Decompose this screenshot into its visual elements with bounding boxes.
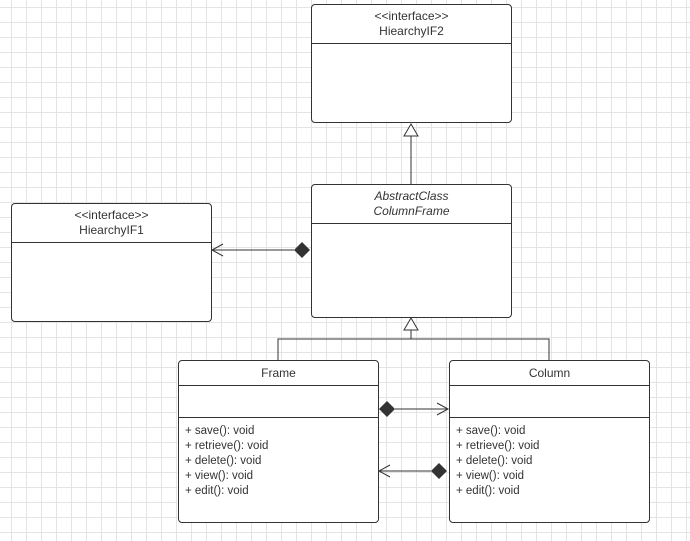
class-name: Column xyxy=(528,365,571,380)
stereotype-label: <<interface>> xyxy=(74,208,149,222)
class-name: ColumnFrame xyxy=(373,204,450,218)
operation-edit: + edit(): void xyxy=(456,485,520,497)
operations-compartment: + save(): void + retrieve(): void + dele… xyxy=(179,418,378,499)
class-abstract-column-frame[interactable]: AbstractClass ColumnFrame xyxy=(311,184,512,318)
operation-delete: + delete(): void xyxy=(456,455,533,467)
generalization-line-from-frame xyxy=(277,338,411,360)
class-header: Column xyxy=(450,361,649,386)
filled-diamond-icon xyxy=(379,401,395,417)
class-header: <<interface>> HiearchyIF2 xyxy=(312,5,511,44)
stereotype-label: <<interface>> xyxy=(374,9,449,23)
attributes-compartment xyxy=(450,386,649,418)
class-name: HiearchyIF1 xyxy=(79,223,144,237)
operations-compartment: + save(): void + retrieve(): void + dele… xyxy=(450,418,649,499)
class-header: Frame xyxy=(179,361,378,386)
class-column[interactable]: Column + save(): void + retrieve(): void… xyxy=(449,360,650,523)
operation-save: + save(): void xyxy=(185,425,255,437)
operation-view: + view(): void xyxy=(456,470,525,482)
operation-edit: + edit(): void xyxy=(185,485,249,497)
hollow-triangle-arrowhead-icon xyxy=(403,317,419,331)
class-hierarchy-if2[interactable]: <<interface>> HiearchyIF2 xyxy=(311,4,512,123)
class-hierarchy-if1[interactable]: <<interface>> HiearchyIF1 xyxy=(11,203,212,322)
operation-delete: + delete(): void xyxy=(185,455,262,467)
operation-retrieve: + retrieve(): void xyxy=(456,440,540,452)
generalization-line-from-column xyxy=(411,338,550,360)
hollow-triangle-arrowhead-icon xyxy=(403,123,419,137)
operation-save: + save(): void xyxy=(456,425,526,437)
operation-view: + view(): void xyxy=(185,470,254,482)
filled-diamond-icon xyxy=(294,242,310,258)
open-arrowhead-icon xyxy=(210,243,224,257)
attributes-compartment xyxy=(179,386,378,418)
operation-retrieve: + retrieve(): void xyxy=(185,440,269,452)
filled-diamond-icon xyxy=(431,463,447,479)
class-header: <<interface>> HiearchyIF1 xyxy=(12,204,211,243)
open-arrowhead-icon xyxy=(436,402,450,416)
abstract-label: AbstractClass xyxy=(374,189,449,203)
class-name: Frame xyxy=(261,365,296,380)
class-header: AbstractClass ColumnFrame xyxy=(312,185,511,224)
class-frame[interactable]: Frame + save(): void + retrieve(): void … xyxy=(178,360,379,523)
open-arrowhead-icon xyxy=(377,464,391,478)
class-name: HiearchyIF2 xyxy=(379,24,444,38)
